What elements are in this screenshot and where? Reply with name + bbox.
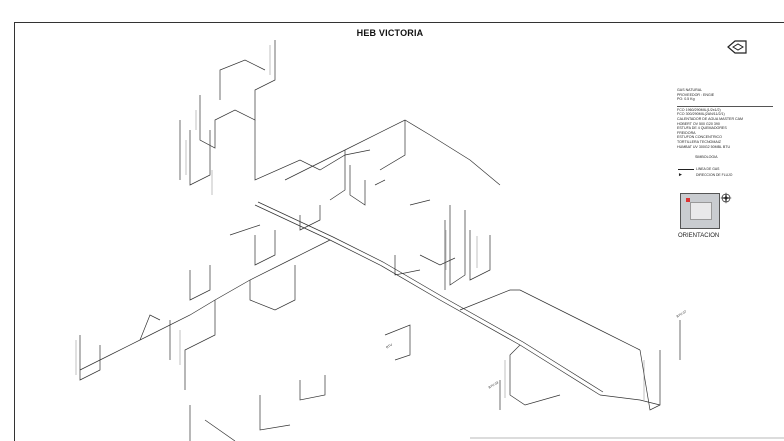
sheet-frame — [14, 22, 784, 441]
legend-title: SIMBOLOGIA — [695, 155, 718, 159]
info-gas-line: GAS NATURAL — [677, 88, 703, 92]
equipment-item: HOBERT OV 500 G20 390 — [677, 121, 720, 126]
equipment-item: ESTUFA DE 4 QUEMADORES — [677, 126, 727, 131]
equipment-item: HUMBAT UV 300G2 50MBL BTU — [677, 144, 731, 149]
info-gas-line: PROVEEDOR : ENGIE — [677, 92, 715, 97]
equipment-item: FCO 1960/290MIL(1/2x1/2) — [677, 107, 721, 112]
info-gas-line: PO: 0.5 Kg — [677, 97, 695, 102]
orientation-map — [680, 193, 720, 229]
equipment-item: FREIDORA — [677, 130, 696, 135]
legend-item-flow: ►DIRECCION DE FLUJO — [678, 172, 733, 178]
company-logo — [727, 40, 747, 54]
drawing-title: HEB VICTORIA — [356, 28, 424, 38]
equipment-item: CALENTADOR DE AGUA MASTER CAM — [677, 116, 744, 121]
equipment-item: TORTILLERA TECNOMAIZ — [677, 139, 721, 144]
location-marker — [686, 198, 690, 202]
building-footprint — [690, 202, 712, 220]
compass-icon — [720, 192, 732, 204]
equipment-item: FCO 300/290MIL(2AN/11/2/1) — [677, 112, 725, 117]
info-block: GAS NATURAL PROVEEDOR : ENGIE PO: 0.5 Kg… — [677, 88, 773, 149]
gas-line-icon — [678, 168, 694, 170]
flow-arrow-icon: ► — [678, 172, 683, 178]
equipment-item: ESTUFON CONCENTRICO — [677, 135, 722, 140]
legend-item-gas-line: LINEA DE GAS — [678, 167, 719, 171]
orientation-label: ORIENTACION — [678, 233, 720, 239]
